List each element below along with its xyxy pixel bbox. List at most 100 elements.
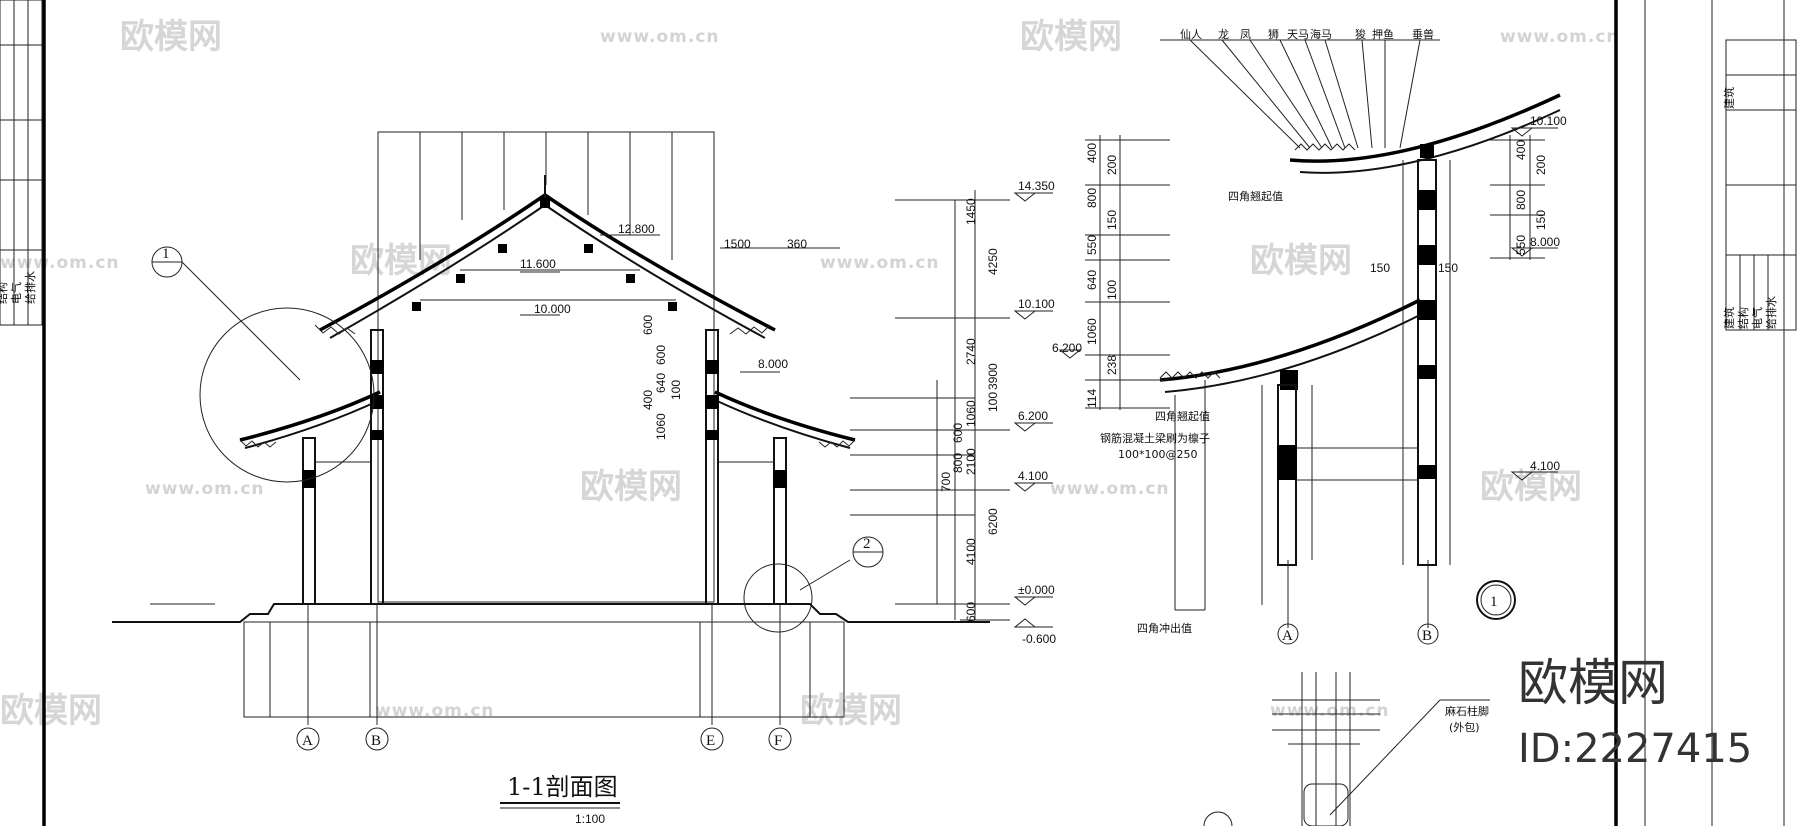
detail-note: 四角翘起值 (1228, 190, 1283, 203)
axis-bubble: A (296, 727, 320, 751)
title-block-left: 结构 电气 给排水 (0, 0, 43, 326)
watermark-url: www.om.cn (0, 253, 120, 273)
detail-callout: 1 (1476, 580, 1516, 620)
title-block-cell: 电气 (1750, 307, 1764, 329)
dim-label: 550 (1085, 235, 1099, 255)
axis-label: E (706, 733, 715, 749)
dim-label: 1060 (1085, 318, 1099, 345)
section-scale: 1:100 (575, 812, 605, 826)
dim-label: 2100 (964, 448, 978, 475)
watermark-logo: 欧模网 (580, 467, 682, 507)
dim-label: 600 (951, 423, 965, 443)
axis-label: F (774, 733, 782, 749)
dim-label: 400 (1085, 143, 1099, 163)
dim-label: 1450 (964, 198, 978, 225)
title-block-cell: 建筑 (1722, 307, 1736, 329)
inner-level: 8.000 (758, 357, 788, 371)
dim-label: 600 (964, 602, 978, 622)
level-mark: 6.200 (1018, 409, 1048, 423)
watermark-logo: 欧模网 (0, 691, 102, 731)
detail-note: 100*100@250 (1118, 448, 1198, 461)
dim-label: 1060 (654, 413, 668, 440)
dim-label: 550 (1514, 235, 1528, 255)
dim-label: 1500 (724, 237, 751, 251)
axis-bubble: A (1277, 623, 1299, 645)
level-mark: 4.100 (1018, 469, 1048, 483)
dim-label: 800 (1085, 188, 1099, 208)
ornament-label: 龙 (1218, 28, 1229, 41)
dim-label: 600 (641, 315, 655, 335)
axis-bubble: B (365, 727, 389, 751)
dim-label: 4250 (986, 248, 1000, 275)
watermarks: 欧模网 www.om.cn 欧模网 www.om.cn www.om.cn 欧模… (0, 17, 1620, 731)
level-mark: 8.000 (1530, 235, 1560, 249)
detail-callout: 2 (863, 536, 871, 552)
axis-bubble: B (1417, 623, 1439, 645)
dim-label: 600 (654, 345, 668, 365)
dim-label: 1060 (964, 400, 978, 427)
detail-note: 麻石柱脚 (1445, 704, 1489, 718)
axis-label: B (1422, 628, 1432, 644)
dim-label: 400 (641, 390, 655, 410)
watermark-logo: 欧模网 (1250, 241, 1352, 281)
watermark-logo: 欧模网 (1020, 17, 1122, 57)
dim-label: 114 (1085, 389, 1099, 408)
dim-label: 3900 (986, 363, 1000, 390)
brand-overlay: 欧模网 ID:2227415 (1518, 654, 1752, 772)
dim-label: 800 (951, 453, 965, 473)
dim-label: 400 (1514, 140, 1528, 160)
title-block-cell: 结构 (1736, 307, 1750, 329)
inner-level: 6.200 (1052, 341, 1082, 355)
title-block-cell: 电气 (9, 282, 23, 304)
ornament-label: 天马 (1287, 28, 1309, 41)
inner-level: 12.800 (618, 222, 655, 236)
detail-number: 1 (1490, 594, 1498, 610)
detail-note: 四角冲出值 (1137, 621, 1192, 635)
watermark-url: www.om.cn (600, 27, 720, 47)
axis-bubble: F (768, 727, 792, 751)
dim-label: 800 (1514, 190, 1528, 210)
dim-label: 100 (669, 380, 683, 400)
dim-label: 700 (939, 472, 953, 492)
dim-label: 238 (1105, 355, 1119, 375)
level-mark: 10.100 (1018, 297, 1055, 311)
brand-id: ID:2227415 (1518, 726, 1752, 772)
inner-level: 11.600 (520, 257, 556, 271)
watermark-logo: 欧模网 (350, 241, 452, 281)
dim-label: 100 (1105, 280, 1119, 300)
title-block-cell: 给排水 (23, 271, 37, 304)
main-section-labels: 14.350 10.100 6.200 4.100 ±0.000 -0.600 … (151, 179, 1082, 826)
watermark-url: www.om.cn (820, 253, 940, 273)
axis-label: B (371, 733, 381, 749)
level-mark: -0.600 (1022, 632, 1056, 646)
level-mark: 4.100 (1530, 459, 1560, 473)
dim-label: 150 (1534, 210, 1548, 230)
dim-label: 150 (1438, 261, 1458, 275)
axis-label: A (302, 733, 313, 749)
ornament-label: 押鱼 (1372, 27, 1394, 41)
brand-name: 欧模网 (1518, 654, 1668, 712)
dim-label: 6200 (986, 508, 1000, 535)
axis-label: A (1282, 628, 1293, 644)
ornament-label: 仙人 (1180, 28, 1202, 41)
dim-label: 360 (787, 237, 807, 251)
title-block-cell: 建筑 (1722, 87, 1736, 109)
inner-level: 10.000 (534, 302, 571, 316)
watermark-url: www.om.cn (1500, 27, 1620, 47)
watermark-url: www.om.cn (1050, 479, 1170, 499)
level-mark: ±0.000 (1018, 583, 1055, 597)
dim-label: 150 (1105, 210, 1119, 230)
ornament-label: 垂兽 (1412, 27, 1434, 41)
watermark-url: www.om.cn (1270, 701, 1390, 721)
dim-label: 4100 (964, 538, 978, 565)
detail-note: (外包) (1449, 721, 1480, 734)
ornament-label: 凤 (1240, 28, 1251, 41)
detail-2-drawing: 麻石柱脚 (外包) (1203, 672, 1490, 826)
detail-note: 钢筋混凝土梁刷为檩子 (1100, 431, 1210, 445)
detail-note: 四角翘起值 (1155, 410, 1210, 423)
title-block-right: 建筑 建筑 结构 电气 给排水 (1722, 39, 1797, 331)
ornament-label: 狻 (1355, 27, 1366, 41)
title-block-cell: 给排水 (1764, 296, 1778, 329)
watermark-logo: 欧模网 (1480, 467, 1582, 507)
